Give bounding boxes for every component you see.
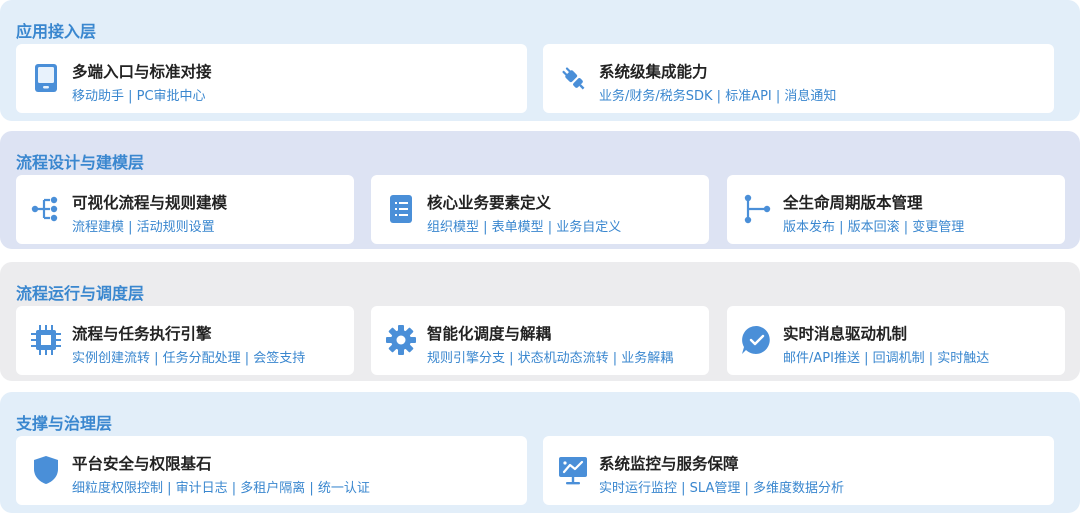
card-multi-entry[interactable]: 多端入口与标准对接 移动助手 | PC审批中心 bbox=[16, 44, 527, 113]
plug-icon bbox=[557, 62, 589, 94]
card-title: 实时消息驱动机制 bbox=[783, 325, 908, 343]
card-smart-scheduling[interactable]: 智能化调度与解耦 规则引擎分支 | 状态机动态流转 | 业务解耦 bbox=[371, 306, 709, 375]
card-subtitle: 规则引擎分支 | 状态机动态流转 | 业务解耦 bbox=[427, 351, 674, 366]
card-title: 全生命周期版本管理 bbox=[783, 194, 923, 212]
card-subtitle: 流程建模 | 活动规则设置 bbox=[72, 220, 215, 235]
layer-process-runtime: 流程运行与调度层 流程与任务执行引擎 实例创建流转 | 任务分配处理 | 会签支… bbox=[0, 262, 1080, 381]
chip-icon bbox=[30, 324, 62, 356]
layer-title: 支撑与治理层 bbox=[16, 414, 113, 433]
card-title: 多端入口与标准对接 bbox=[72, 63, 212, 81]
form-list-icon bbox=[385, 193, 417, 225]
card-subtitle: 版本发布 | 版本回滚 | 变更管理 bbox=[783, 220, 965, 235]
version-branch-icon bbox=[741, 193, 773, 225]
card-title: 系统监控与服务保障 bbox=[599, 455, 739, 473]
card-core-elements[interactable]: 核心业务要素定义 组织模型 | 表单模型 | 业务自定义 bbox=[371, 175, 709, 244]
card-title: 系统级集成能力 bbox=[599, 63, 708, 81]
card-realtime-messaging[interactable]: 实时消息驱动机制 邮件/API推送 | 回调机制 | 实时触达 bbox=[727, 306, 1065, 375]
shield-icon bbox=[30, 454, 62, 486]
card-subtitle: 实时运行监控 | SLA管理 | 多维度数据分析 bbox=[599, 481, 844, 496]
card-version-management[interactable]: 全生命周期版本管理 版本发布 | 版本回滚 | 变更管理 bbox=[727, 175, 1065, 244]
card-title: 平台安全与权限基石 bbox=[72, 455, 212, 473]
card-system-monitoring[interactable]: 系统监控与服务保障 实时运行监控 | SLA管理 | 多维度数据分析 bbox=[543, 436, 1054, 505]
card-subtitle: 实例创建流转 | 任务分配处理 | 会签支持 bbox=[72, 351, 306, 366]
monitor-chart-icon bbox=[557, 454, 589, 486]
gear-icon bbox=[385, 324, 417, 356]
layer-process-design: 流程设计与建模层 可视化流程与规则建模 流程建模 | 活动规则设置 核心业务要素… bbox=[0, 131, 1080, 249]
card-security-permissions[interactable]: 平台安全与权限基石 细粒度权限控制 | 审计日志 | 多租户隔离 | 统一认证 bbox=[16, 436, 527, 505]
tablet-icon bbox=[30, 62, 62, 94]
layer-title: 流程运行与调度层 bbox=[16, 284, 145, 303]
card-system-integration[interactable]: 系统级集成能力 业务/财务/税务SDK | 标准API | 消息通知 bbox=[543, 44, 1054, 113]
flow-tree-icon bbox=[30, 193, 62, 225]
card-visual-modeling[interactable]: 可视化流程与规则建模 流程建模 | 活动规则设置 bbox=[16, 175, 354, 244]
layer-title: 流程设计与建模层 bbox=[16, 153, 145, 172]
layer-application-access: 应用接入层 多端入口与标准对接 移动助手 | PC审批中心 系统级集成能力 业务… bbox=[0, 0, 1080, 121]
card-subtitle: 邮件/API推送 | 回调机制 | 实时触达 bbox=[783, 351, 990, 366]
layer-support-governance: 支撑与治理层 平台安全与权限基石 细粒度权限控制 | 审计日志 | 多租户隔离 … bbox=[0, 392, 1080, 513]
card-title: 智能化调度与解耦 bbox=[427, 325, 552, 343]
card-subtitle: 移动助手 | PC审批中心 bbox=[72, 89, 206, 104]
layer-title: 应用接入层 bbox=[16, 22, 97, 41]
card-title: 可视化流程与规则建模 bbox=[72, 194, 228, 212]
card-title: 流程与任务执行引擎 bbox=[72, 325, 212, 343]
card-subtitle: 组织模型 | 表单模型 | 业务自定义 bbox=[427, 220, 622, 235]
card-subtitle: 细粒度权限控制 | 审计日志 | 多租户隔离 | 统一认证 bbox=[72, 481, 370, 496]
card-execution-engine[interactable]: 流程与任务执行引擎 实例创建流转 | 任务分配处理 | 会签支持 bbox=[16, 306, 354, 375]
card-title: 核心业务要素定义 bbox=[427, 194, 552, 212]
card-subtitle: 业务/财务/税务SDK | 标准API | 消息通知 bbox=[599, 89, 837, 104]
message-check-icon bbox=[741, 324, 773, 356]
